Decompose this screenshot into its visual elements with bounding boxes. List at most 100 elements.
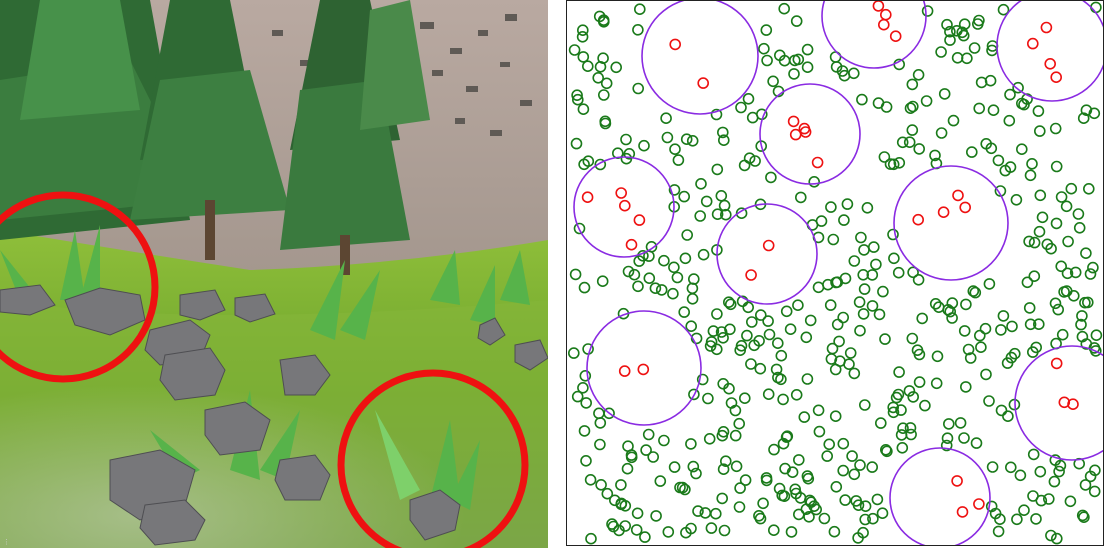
green-point	[809, 177, 819, 187]
green-point	[1017, 144, 1027, 154]
green-point	[826, 300, 836, 310]
green-point	[898, 423, 908, 433]
green-point	[828, 235, 838, 245]
green-point	[1088, 263, 1098, 273]
green-point	[937, 128, 947, 138]
green-point	[792, 16, 802, 26]
red-point	[620, 366, 630, 376]
green-point	[736, 103, 746, 113]
green-point	[789, 69, 799, 79]
green-point	[595, 418, 605, 428]
green-point	[662, 133, 672, 143]
green-point	[1057, 192, 1067, 202]
green-point	[602, 489, 612, 499]
green-point	[1049, 477, 1059, 487]
green-point	[962, 53, 972, 63]
green-point	[893, 390, 903, 400]
green-point	[1003, 411, 1013, 421]
green-point	[838, 439, 848, 449]
green-point	[872, 494, 882, 504]
green-point	[686, 321, 696, 331]
green-point	[860, 284, 870, 294]
red-point	[746, 270, 756, 280]
green-point	[687, 283, 697, 293]
green-point	[811, 505, 821, 515]
red-point	[616, 188, 626, 198]
green-point	[794, 455, 804, 465]
green-point	[897, 430, 907, 440]
green-point	[695, 211, 705, 221]
green-point	[769, 445, 779, 455]
green-point	[859, 245, 869, 255]
green-point	[953, 53, 963, 63]
green-point	[936, 47, 946, 57]
green-point	[644, 430, 654, 440]
green-point	[616, 480, 626, 490]
green-point	[755, 364, 765, 374]
red-point	[891, 31, 901, 41]
green-point	[705, 434, 715, 444]
green-point	[702, 196, 712, 206]
point-pattern-plot	[567, 1, 1103, 545]
green-point	[572, 139, 582, 149]
green-point	[933, 351, 943, 361]
green-point	[803, 45, 813, 55]
green-point	[776, 351, 786, 361]
green-point	[860, 400, 870, 410]
green-point	[624, 267, 634, 277]
red-point	[939, 207, 949, 217]
green-point	[699, 250, 709, 260]
green-point	[834, 336, 844, 346]
red-point	[1052, 358, 1062, 368]
green-point	[688, 294, 698, 304]
green-point	[661, 113, 671, 123]
green-point	[1052, 218, 1062, 228]
green-point	[688, 136, 698, 146]
green-point	[633, 25, 643, 35]
green-point	[915, 377, 925, 387]
green-point	[814, 282, 824, 292]
green-point	[686, 439, 696, 449]
red-point	[791, 130, 801, 140]
green-point	[1063, 237, 1073, 247]
green-point	[1091, 2, 1101, 12]
green-point	[981, 369, 991, 379]
red-point	[670, 39, 680, 49]
red-point	[638, 364, 648, 374]
green-point	[571, 269, 581, 279]
green-point	[650, 283, 660, 293]
green-point	[578, 25, 588, 35]
green-point	[1038, 212, 1048, 222]
green-point	[993, 155, 1003, 165]
green-point	[839, 215, 849, 225]
green-point	[754, 511, 764, 521]
green-point	[914, 144, 924, 154]
green-point	[947, 313, 957, 323]
green-point	[779, 4, 789, 14]
green-point	[974, 103, 984, 113]
red-point	[960, 202, 970, 212]
green-point	[829, 527, 839, 537]
red-point	[1045, 59, 1055, 69]
green-point	[1015, 470, 1025, 480]
green-point	[801, 332, 811, 342]
green-point	[598, 276, 608, 286]
red-point	[881, 10, 891, 20]
green-point	[976, 342, 986, 352]
green-point	[1075, 223, 1085, 233]
green-point	[956, 418, 966, 428]
green-point	[594, 408, 604, 418]
green-point	[670, 462, 680, 472]
green-point	[635, 4, 645, 14]
red-point	[953, 190, 963, 200]
red-point	[1051, 72, 1061, 82]
green-point	[1052, 534, 1062, 544]
green-point	[855, 297, 865, 307]
red-point	[698, 78, 708, 88]
green-point	[712, 164, 722, 174]
green-point	[923, 6, 933, 16]
green-point	[960, 326, 970, 336]
green-point	[1031, 514, 1041, 524]
green-point	[1035, 227, 1045, 237]
green-point	[989, 105, 999, 115]
